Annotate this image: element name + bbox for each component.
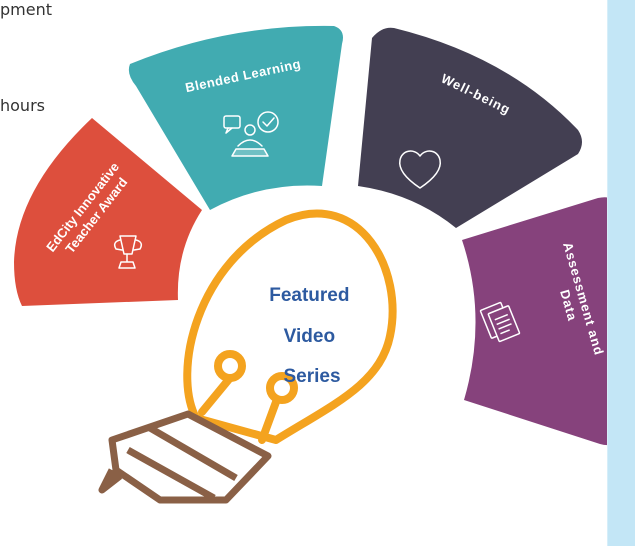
segment-shape xyxy=(462,197,634,446)
bulb-label-line-3: Series xyxy=(283,366,340,387)
heart-icon xyxy=(399,150,441,189)
segment-assessment-and-data[interactable]: Assessment and Data xyxy=(462,197,634,446)
video-meeting-icon xyxy=(223,111,279,157)
intro-text-fragment-1: pment xyxy=(0,0,52,19)
segment-well-being[interactable]: Well-being xyxy=(358,27,582,228)
trophy-icon xyxy=(113,235,143,269)
svg-text:Featured Video: Featured Video Series xyxy=(269,285,355,387)
segment-shape xyxy=(14,118,202,306)
lightbulb-graphic: Featured Video Series xyxy=(98,209,397,504)
segment-edcity-innovative-teacher-award[interactable]: EdCity Innovative Teacher Award xyxy=(14,118,202,306)
segment-blended-learning[interactable]: Blended Learning xyxy=(128,25,343,211)
side-panel xyxy=(607,0,635,546)
bulb-filament xyxy=(198,350,298,444)
segment-shape xyxy=(128,25,343,211)
bulb-outline xyxy=(183,209,397,444)
bulb-label-line-1: Featured xyxy=(269,285,349,306)
bulb-label-line-2: Video xyxy=(284,326,335,347)
intro-text-fragment-2: hours xyxy=(0,96,45,115)
documents-icon xyxy=(479,301,521,343)
bulb-base xyxy=(98,410,272,504)
segment-shape xyxy=(358,27,582,228)
